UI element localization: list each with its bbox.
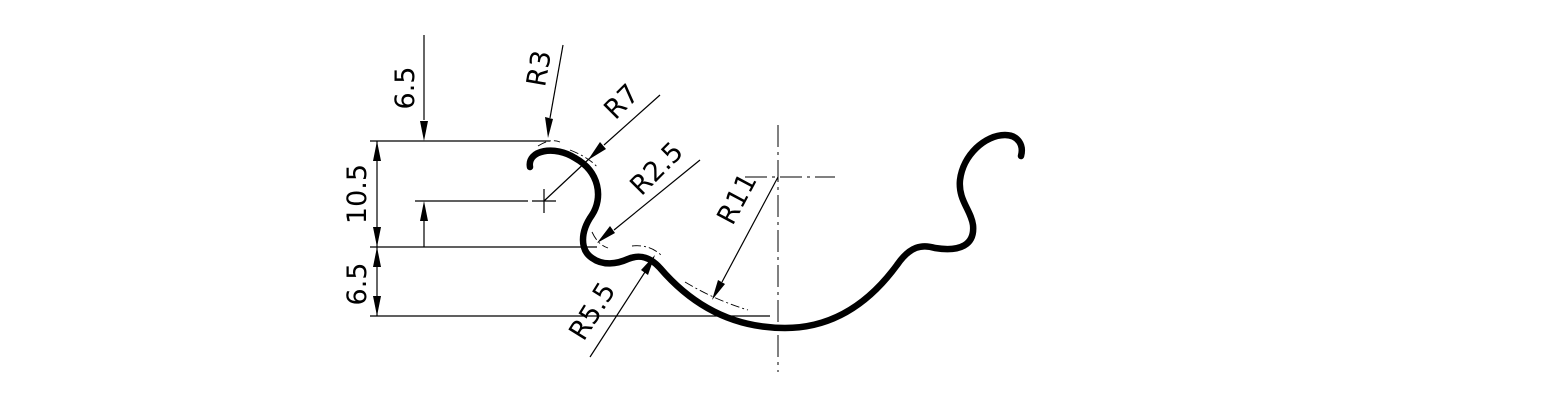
arc-hint-r5-5 (631, 245, 663, 257)
profile-curve (526, 131, 1025, 332)
leader-r2-5 (613, 159, 701, 231)
dim-label-middle-height: 10.5 (342, 164, 373, 224)
leader-r7 (603, 94, 661, 146)
dim-label-r3: R3 (521, 48, 558, 89)
dim-label-top-gap: 6.5 (390, 67, 421, 110)
arc-hint-r2-5 (591, 231, 609, 249)
arrow-bottom-top (373, 247, 381, 267)
arrow-middle-bottom (373, 227, 381, 247)
dim-label-r7: R7 (598, 78, 645, 125)
arrow-middle-top (373, 141, 381, 161)
arc-hint-r11 (684, 281, 749, 311)
dim-label-r5-5: R5.5 (563, 277, 622, 346)
dim-label-bottom-gap: 6.5 (342, 263, 373, 306)
arrow-r2-5 (597, 226, 615, 243)
arrow-r3 (545, 117, 553, 138)
leader-r3 (549, 44, 564, 119)
arrow-bottom-bottom (373, 296, 381, 316)
arrow-top-upper (420, 121, 428, 141)
arrow-top-lower (420, 201, 428, 221)
arc-hint-r7 (569, 149, 599, 169)
arrow-r5-5 (641, 255, 655, 275)
leader-r11 (721, 176, 779, 283)
arrow-r11 (712, 280, 725, 300)
leader-r7-inner (543, 157, 591, 202)
leader-r5-5 (589, 271, 646, 358)
arc-hint-r3 (537, 140, 561, 147)
arrow-r7 (588, 142, 606, 160)
dim-label-r2-5: R2.5 (624, 136, 690, 202)
